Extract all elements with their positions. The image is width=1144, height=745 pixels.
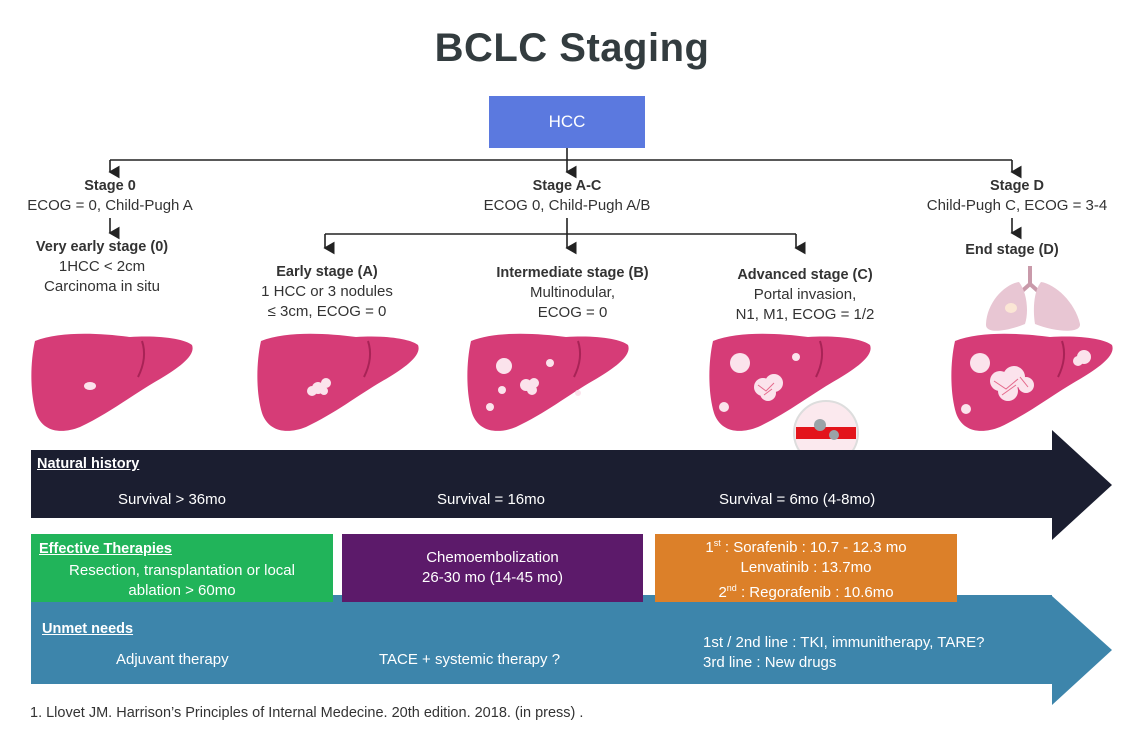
unmet-needs-heading: Unmet needs (42, 621, 134, 637)
advanced-stage-name: Advanced stage (C) (737, 267, 873, 283)
therapy-systemic-line3: 2nd : Regorafenib : 10.6mo (718, 583, 894, 601)
unmet-tace: TACE + systemic therapy ? (379, 651, 561, 668)
stage-ac-desc: ECOG 0, Child-Pugh A/B (483, 197, 651, 214)
early-stage-label: Early stage (A) 1 HCC or 3 nodules ≤ 3cm… (227, 262, 427, 322)
intermediate-stage-line1: Multinodular, (529, 284, 616, 301)
very-early-stage-label: Very early stage (0) 1HCC < 2cm Carcinom… (2, 237, 202, 297)
stage-ac-label: Stage A-C ECOG 0, Child-Pugh A/B (457, 176, 677, 216)
end-stage-name: End stage (D) (965, 242, 1059, 258)
advanced-stage-line1: Portal invasion, (753, 286, 857, 303)
liver-intermediate-icon (467, 333, 629, 431)
unmet-adjuvant: Adjuvant therapy (116, 651, 229, 668)
hcc-root-box: HCC (489, 96, 645, 148)
intermediate-stage-name: Intermediate stage (B) (496, 265, 649, 281)
very-early-stage-name: Very early stage (0) (35, 239, 169, 255)
therapy-curative-text: Resection, transplantation or local abla… (69, 562, 295, 599)
liver-very-early-icon (31, 333, 193, 431)
early-stage-name: Early stage (A) (276, 264, 378, 280)
lungs-icon (985, 266, 1081, 331)
stage-d-desc: Child-Pugh C, ECOG = 3-4 (926, 197, 1108, 214)
page-title: BCLC Staging (434, 26, 710, 70)
unmet-lines-2: 3rd line : New drugs (703, 654, 837, 671)
natural-history-heading: Natural history (37, 456, 140, 472)
therapy-systemic-line2: Lenvatinib : 13.7mo (740, 559, 872, 576)
unmet-lines-1: 1st / 2nd line : TKI, immunitherapy, TAR… (703, 634, 985, 651)
very-early-stage-line1: 1HCC < 2cm (58, 258, 146, 275)
survival-early: Survival > 36mo (118, 491, 226, 508)
survival-intermediate: Survival = 16mo (437, 491, 545, 508)
stage-d-label: Stage D Child-Pugh C, ECOG = 3-4 (912, 176, 1122, 216)
therapy-systemic-line1: 1st : Sorafenib : 10.7 - 12.3 mo (705, 538, 907, 556)
therapy-curative-box: Effective Therapies Resection, transplan… (31, 534, 333, 602)
stage-ac-name: Stage A-C (532, 178, 602, 194)
liver-early-icon (257, 333, 419, 431)
intermediate-stage-line2: ECOG = 0 (537, 304, 608, 321)
stage-0-desc: ECOG = 0, Child-Pugh A (27, 197, 193, 214)
footnote-reference: 1. Llovet JM. Harrison’s Principles of I… (30, 705, 584, 721)
stage-0-label: Stage 0 ECOG = 0, Child-Pugh A (10, 176, 210, 216)
intermediate-stage-label: Intermediate stage (B) Multinodular, ECO… (460, 263, 685, 323)
therapy-systemic-box: 1st : Sorafenib : 10.7 - 12.3 mo Lenvati… (655, 534, 957, 602)
stage-d-name: Stage D (990, 178, 1044, 194)
advanced-stage-label: Advanced stage (C) Portal invasion, N1, … (695, 265, 915, 325)
effective-therapies-heading: Effective Therapies (39, 541, 172, 557)
early-stage-line1: 1 HCC or 3 nodules (261, 283, 393, 300)
therapy-chemo-line2: 26-30 mo (14-45 mo) (422, 569, 563, 586)
liver-end-icon (951, 333, 1113, 431)
very-early-stage-line2: Carcinoma in situ (44, 278, 160, 295)
end-stage-label: End stage (D) (942, 240, 1082, 260)
advanced-stage-line2: N1, M1, ECOG = 1/2 (735, 306, 875, 323)
therapy-chemo-line1: Chemoembolization (426, 549, 559, 566)
early-stage-line2: ≤ 3cm, ECOG = 0 (267, 303, 387, 320)
survival-advanced: Survival = 6mo (4-8mo) (719, 491, 876, 508)
therapy-chemoembolization-box: Chemoembolization 26-30 mo (14-45 mo) (342, 534, 643, 602)
liver-advanced-icon (709, 333, 871, 466)
stage-0-name: Stage 0 (84, 178, 136, 194)
